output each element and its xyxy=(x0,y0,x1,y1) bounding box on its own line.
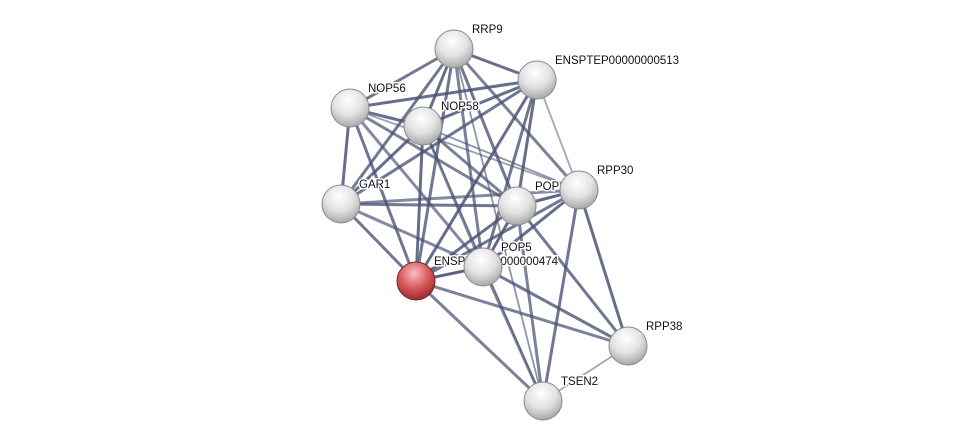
edge-NOP56-POP5[interactable] xyxy=(348,107,485,268)
node-E474[interactable] xyxy=(396,261,436,301)
edge-NOP58-POP[interactable] xyxy=(422,124,518,208)
edge-GAR1-RPP30[interactable] xyxy=(340,188,580,206)
edge-RPP30-RPP38[interactable] xyxy=(577,189,630,347)
edge-RPP30-POP5[interactable] xyxy=(482,188,580,269)
edge-RRP9-POP5[interactable] xyxy=(452,48,485,268)
edge-NOP56-POP[interactable] xyxy=(349,106,518,208)
edge-RRP9-GAR1[interactable] xyxy=(339,48,456,205)
node-TSEN2[interactable] xyxy=(523,381,563,421)
node-label-RPP38: RPP38 xyxy=(646,321,682,333)
node-GAR1[interactable] xyxy=(321,184,361,224)
edge-POP-RPP38[interactable] xyxy=(515,205,630,347)
node-RPP38[interactable] xyxy=(608,326,648,366)
edge-RPP30-TSEN2[interactable] xyxy=(541,189,581,402)
node-label-GAR1: GAR1 xyxy=(359,179,390,191)
node-label-E513: ENSPTEP00000000513 xyxy=(555,55,679,67)
node-RPP30[interactable] xyxy=(559,170,599,210)
node-label-NOP58: NOP58 xyxy=(441,101,479,113)
edge-NOP56-RPP30[interactable] xyxy=(349,107,580,191)
edge-RRP9-NOP56[interactable] xyxy=(349,47,455,110)
node-NOP58[interactable] xyxy=(403,106,443,146)
node-label-NOP56: NOP56 xyxy=(368,83,406,95)
edge-E513-NOP56[interactable] xyxy=(349,78,538,110)
edge-E513-GAR1[interactable] xyxy=(340,78,538,206)
node-label-TSEN2: TSEN2 xyxy=(561,376,598,388)
node-label-POP: POP xyxy=(535,181,560,193)
edge-E513-NOP58[interactable] xyxy=(422,78,538,128)
node-label-POP5: POP5 xyxy=(501,242,532,254)
edge-E513-RPP30[interactable] xyxy=(536,79,580,191)
edge-POP5-RPP38[interactable] xyxy=(482,265,629,348)
node-POP5[interactable] xyxy=(463,247,503,287)
node-label-RRP9: RRP9 xyxy=(472,24,503,36)
edge-E474-RPP38[interactable] xyxy=(415,279,629,348)
edge-NOP58-RPP30[interactable] xyxy=(422,125,580,191)
edge-RPP30-E474[interactable] xyxy=(415,188,580,283)
node-E513[interactable] xyxy=(517,60,557,100)
edge-POP5-TSEN2[interactable] xyxy=(481,266,545,402)
node-RRP9[interactable] xyxy=(434,29,474,69)
edge-POP-E474[interactable] xyxy=(415,204,518,283)
edge-GAR1-POP[interactable] xyxy=(340,202,518,208)
edge-NOP56-E474[interactable] xyxy=(348,107,418,282)
node-NOP56[interactable] xyxy=(330,88,370,128)
node-POP[interactable] xyxy=(497,186,537,226)
edge-E513-POP[interactable] xyxy=(515,79,539,207)
edge-E513-POP5[interactable] xyxy=(481,79,539,268)
edge-RRP9-E474[interactable] xyxy=(414,48,456,282)
edge-E474-TSEN2[interactable] xyxy=(414,279,545,403)
node-label-RPP30: RPP30 xyxy=(597,165,633,177)
edge-POP-TSEN2[interactable] xyxy=(515,205,545,402)
edge-RRP9-RPP30[interactable] xyxy=(452,48,581,191)
edge-RRP9-POP[interactable] xyxy=(452,48,519,207)
